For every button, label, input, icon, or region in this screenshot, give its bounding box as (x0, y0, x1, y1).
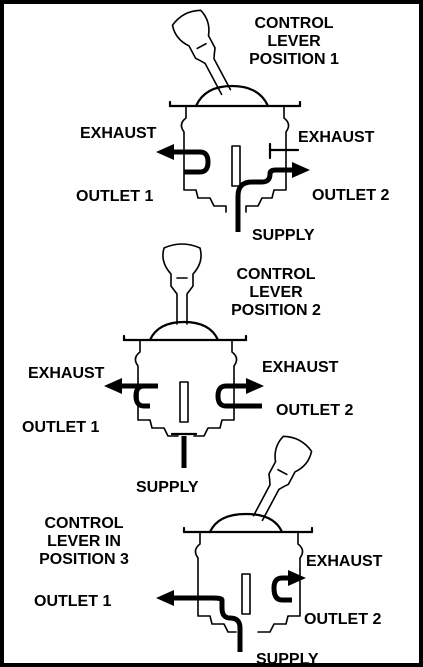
panel2-title-line1: CONTROL (236, 266, 315, 283)
panel2-outlet-1: OUTLET 1 (22, 419, 99, 436)
panel3-title-line2: LEVER IN (47, 533, 121, 550)
panel2-title-line3: POSITION 2 (231, 302, 321, 319)
flow-supply-to-outlet1 (172, 595, 243, 652)
panel2-exhaust-right: EXHAUST (262, 359, 339, 376)
flow-outlet2-to-exhaust-3 (271, 575, 292, 603)
flow-supply-to-outlet2 (235, 167, 296, 232)
panel3-outlet-2: OUTLET 2 (304, 611, 381, 628)
panel3-outlet-1: OUTLET 1 (34, 593, 111, 610)
control-lever-1 (171, 9, 232, 96)
arrow-head-exhaust-right-3 (288, 570, 306, 586)
arrow-head-exhaust-left-2 (104, 378, 122, 394)
panel-position-1: CONTROL LEVER POSITION 1 EXHAUST EXHAUST… (76, 9, 389, 244)
flow-outlet2-to-exhaust-2 (215, 383, 248, 409)
panel1-outlet-2: OUTLET 2 (312, 187, 389, 204)
panel3-exhaust-right: EXHAUST (306, 553, 383, 570)
panel2-outlet-2: OUTLET 2 (276, 402, 353, 419)
arrow-head-outlet2 (292, 162, 310, 178)
arrow-head-exhaust-left-1 (156, 144, 174, 160)
panel1-exhaust-right: EXHAUST (298, 129, 375, 146)
panel1-title-line3: POSITION 1 (249, 51, 339, 68)
panel2-exhaust-left: EXHAUST (28, 365, 105, 382)
control-lever-2 (162, 243, 202, 325)
flow-outlet1-to-exhaust-1 (184, 149, 211, 175)
panel1-exhaust-left: EXHAUST (80, 125, 157, 142)
panel2-title-line2: LEVER (249, 284, 303, 301)
exhaust-block-1 (268, 142, 300, 160)
panel1-title-line2: LEVER (267, 33, 321, 50)
control-lever-3 (252, 435, 313, 522)
valve-body-3 (182, 512, 314, 633)
panel1-title-line1: CONTROL (254, 15, 333, 32)
arrow-head-outlet1-3 (156, 590, 174, 606)
panel-position-2: CONTROL LEVER POSITION 2 EXHAUST EXHAUST… (22, 243, 353, 496)
valve-body-1 (168, 84, 302, 213)
panel3-title-line3: POSITION 3 (39, 551, 129, 568)
arrow-head-exhaust-right-2 (246, 378, 264, 394)
panel-position-3: CONTROL LEVER IN POSITION 3 EXHAUST OUTL… (34, 435, 383, 667)
valve-body-2 (122, 320, 248, 437)
panel3-title-line1: CONTROL (44, 515, 123, 532)
panel2-supply: SUPPLY (136, 479, 199, 496)
panel3-supply: SUPPLY (256, 651, 319, 667)
flow-outlet1-to-exhaust-2 (133, 383, 158, 409)
panel1-outlet-1: OUTLET 1 (76, 188, 153, 205)
panel1-supply: SUPPLY (252, 227, 315, 244)
